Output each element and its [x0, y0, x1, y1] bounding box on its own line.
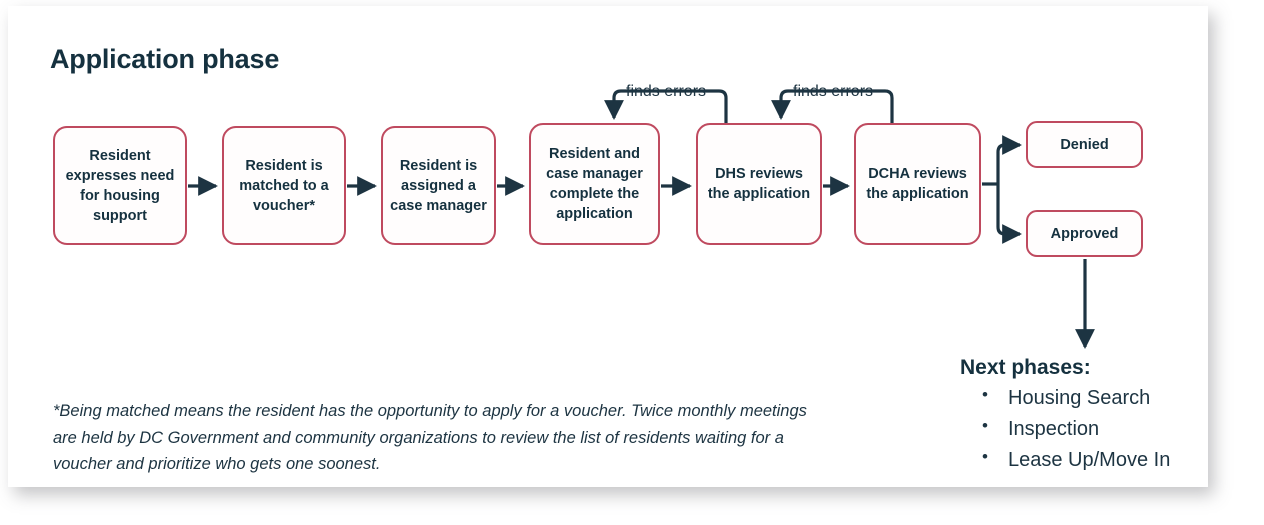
branch-to-approved	[996, 184, 1022, 244]
next-phases-block: Next phases: Housing Search Inspection L…	[960, 356, 1210, 477]
branch-to-denied	[996, 135, 1022, 184]
list-item: Inspection	[982, 413, 1210, 445]
flow-node-resident-assigned-case-manager[interactable]: Resident is assigned a case manager	[381, 126, 496, 245]
flow-node-dhs-reviews[interactable]: DHS reviews the application	[696, 123, 822, 245]
page-title: Application phase	[50, 44, 280, 74]
next-phases-list: Housing Search Inspection Lease Up/Move …	[960, 382, 1210, 477]
footnote-text: *Being matched means the resident has th…	[53, 402, 807, 474]
diagram-card: Application phase	[8, 6, 1208, 487]
flow-node-complete-application[interactable]: Resident and case manager complete the a…	[529, 123, 660, 245]
loop-label-finds-errors-dcha: finds errors	[793, 83, 874, 100]
flow-node-denied[interactable]: Denied	[1026, 121, 1143, 168]
flow-node-approved[interactable]: Approved	[1026, 210, 1143, 257]
list-item: Lease Up/Move In	[982, 444, 1210, 476]
flow-node-resident-expresses-need[interactable]: Resident expresses need for housing supp…	[53, 126, 187, 245]
loop-label-finds-errors-dhs: finds errors	[626, 83, 707, 100]
flow-node-dcha-reviews[interactable]: DCHA reviews the application	[854, 123, 981, 245]
flow-node-resident-matched-voucher[interactable]: Resident is matched to a voucher*	[222, 126, 346, 245]
list-item: Housing Search	[982, 382, 1210, 414]
next-phases-title: Next phases:	[960, 356, 1091, 379]
